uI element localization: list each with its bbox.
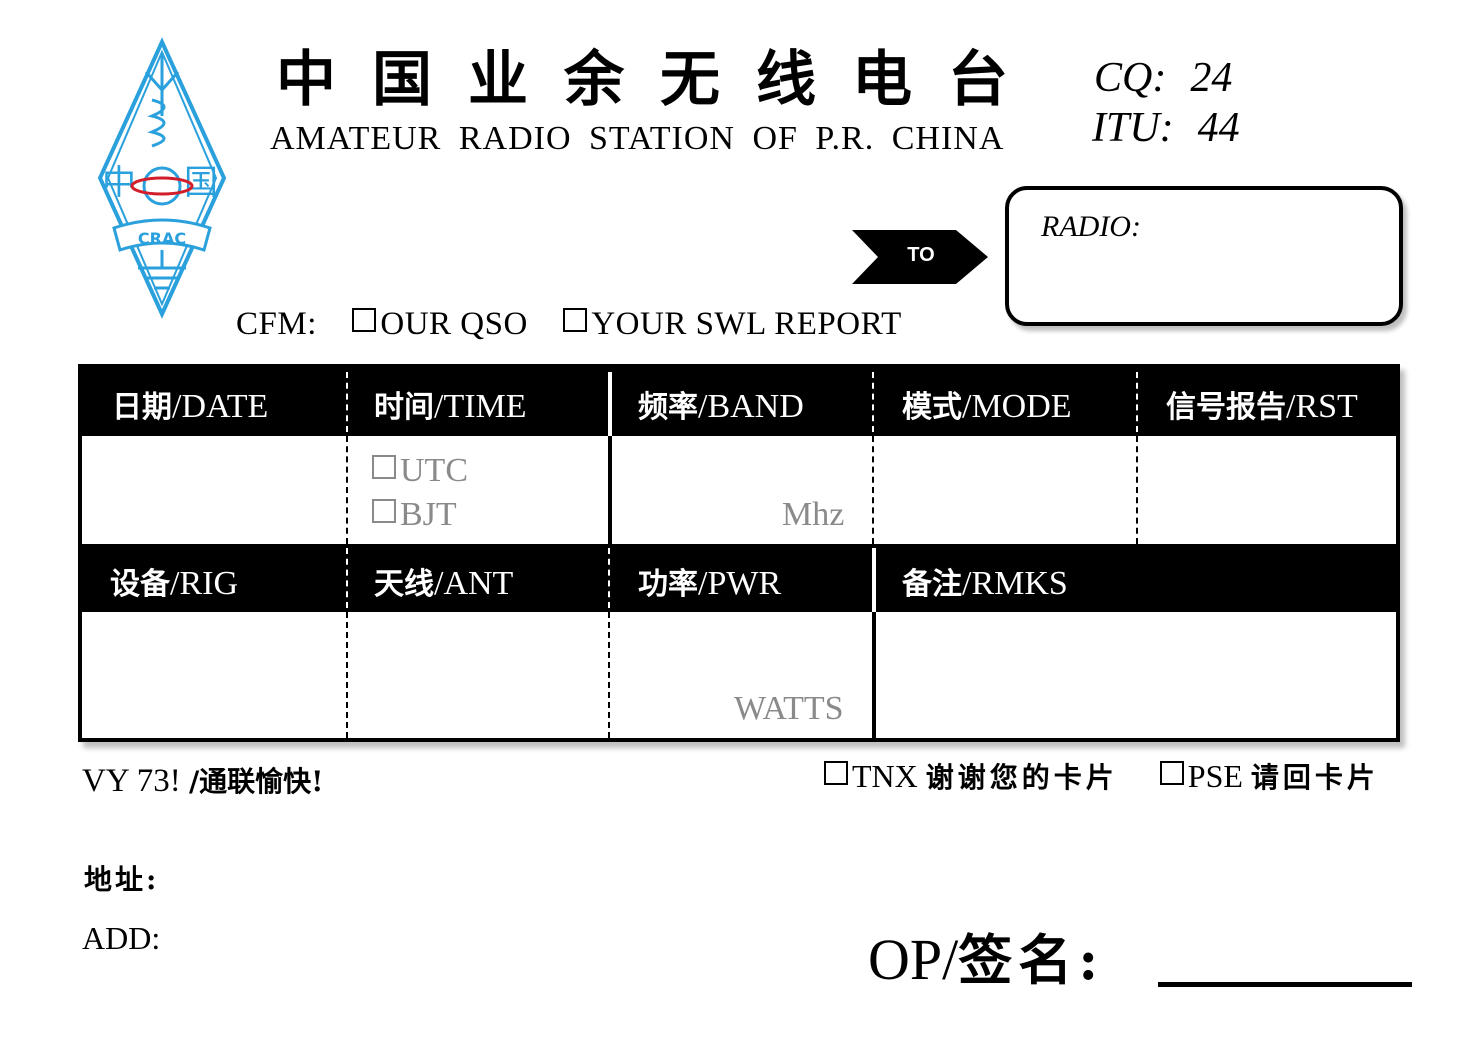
itu-zone: ITU: 44 <box>1092 104 1240 152</box>
divider <box>608 548 610 608</box>
header-band-2 <box>82 544 1396 612</box>
divider <box>346 612 348 738</box>
header-pwr: 功率/PWR <box>638 565 782 602</box>
header-band: 频率/BAND <box>638 388 804 425</box>
cfm-swl-checkbox[interactable] <box>563 308 588 332</box>
cfm-qso-checkbox[interactable] <box>352 308 377 332</box>
op-label-cn: 签名: <box>958 928 1105 992</box>
divider <box>872 372 874 432</box>
cq-label: CQ: <box>1094 55 1167 101</box>
divider <box>608 612 610 738</box>
divider <box>346 436 348 544</box>
header-rst: 信号报告/RST <box>1166 388 1358 425</box>
pse-label: PSE <box>1187 758 1243 794</box>
title-chinese: 中国业余无线电台 <box>276 45 1044 115</box>
band-unit: Mhz <box>782 496 845 533</box>
utc-checkbox[interactable] <box>372 455 396 479</box>
header-rmks: 备注/RMKS <box>902 565 1068 602</box>
op-label-en: OP/ <box>868 927 959 992</box>
time-utc-option: UTC <box>372 452 468 490</box>
header-band-1 <box>82 368 1396 436</box>
globe-icon <box>130 166 194 206</box>
bjt-checkbox[interactable] <box>372 499 396 523</box>
pse-checkbox[interactable] <box>1159 761 1184 785</box>
header-rig: 设备/RIG <box>110 565 238 602</box>
divider <box>346 548 348 608</box>
signature-line[interactable] <box>1158 982 1412 987</box>
header-ant: 天线/ANT <box>374 565 514 602</box>
title-english: AMATEUR RADIO STATION OF P.R. CHINA <box>270 120 1005 157</box>
header-date: 日期/DATE <box>112 388 269 425</box>
divider <box>1136 372 1138 432</box>
tnx-pse-line: TNX 谢谢您的卡片 PSE 请回卡片 <box>824 756 1379 796</box>
power-unit: WATTS <box>734 690 844 727</box>
cfm-qso-label: OUR QSO <box>380 306 528 342</box>
crac-logo: 中 国 CRAC <box>97 37 227 319</box>
divider <box>872 548 876 612</box>
pse-cn: 请回卡片 <box>1250 761 1379 794</box>
logo-ribbon: CRAC <box>112 218 212 252</box>
divider <box>608 436 612 544</box>
op-signature-label: OP/签名: <box>868 916 1104 995</box>
cfm-swl-label: YOUR SWL REPORT <box>591 306 902 342</box>
itu-value: 44 <box>1197 105 1240 151</box>
radio-label: RADIO: <box>1041 210 1141 243</box>
cfm-label: CFM: <box>236 306 317 342</box>
logo-diamond <box>97 37 227 319</box>
vy73-cn: /通联愉快! <box>188 765 324 798</box>
header-time: 时间/TIME <box>374 388 527 425</box>
address-label-en: ADD: <box>82 920 161 956</box>
ground-icon <box>138 250 186 290</box>
divider <box>608 372 612 436</box>
tnx-checkbox[interactable] <box>824 761 848 785</box>
to-label: TO <box>907 244 935 266</box>
to-arrow-icon <box>852 230 988 284</box>
divider <box>1136 436 1138 544</box>
vy73-text: VY 73! <box>82 763 181 799</box>
address-label-cn: 地址: <box>84 863 160 896</box>
logo-org-text: CRAC <box>138 229 186 248</box>
vy73-line: VY 73! /通联愉快! <box>82 760 323 800</box>
cfm-line: CFM: OUR QSO YOUR SWL REPORT <box>236 306 902 343</box>
divider <box>872 436 874 544</box>
cq-value: 24 <box>1190 55 1233 101</box>
qso-table: 日期/DATE 时间/TIME 频率/BAND 模式/MODE 信号报告/RST… <box>78 364 1400 742</box>
time-bjt-option: BJT <box>372 496 457 534</box>
header-mode: 模式/MODE <box>902 388 1072 425</box>
logo-char-zhong: 中 <box>102 163 136 203</box>
itu-label: ITU: <box>1092 105 1174 151</box>
tnx-label: TNX <box>852 758 918 794</box>
divider <box>346 372 348 432</box>
divider <box>872 612 876 738</box>
cq-zone: CQ: 24 <box>1094 54 1232 102</box>
tnx-cn: 谢谢您的卡片 <box>925 761 1118 794</box>
radio-callsign-box[interactable]: RADIO: <box>1005 186 1403 326</box>
antenna-icon <box>144 54 180 148</box>
